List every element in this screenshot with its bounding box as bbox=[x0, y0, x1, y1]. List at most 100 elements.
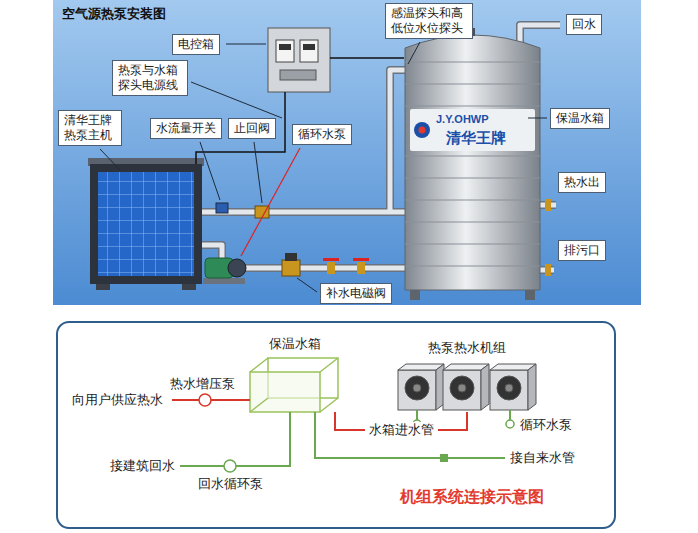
pipe bbox=[520, 25, 560, 44]
tank-leg bbox=[410, 290, 420, 300]
part-label: 接建筑回水 bbox=[110, 458, 175, 474]
part-label: 清华王牌 bbox=[446, 129, 506, 147]
pipe-label: 水箱进水管 bbox=[365, 422, 438, 438]
callout-box: 止回阀 bbox=[228, 118, 276, 139]
pump-base bbox=[203, 278, 245, 284]
storage-tank bbox=[405, 35, 540, 290]
heat-pump-units bbox=[398, 364, 536, 410]
node-text: 排污口 bbox=[564, 243, 600, 258]
unit-body bbox=[443, 370, 481, 410]
logo-emblem bbox=[414, 122, 430, 138]
leader-line bbox=[226, 44, 266, 45]
heat-pump-grille bbox=[98, 172, 194, 276]
part-label: 循环水泵 bbox=[520, 417, 572, 433]
leader-line bbox=[408, 42, 420, 64]
heat-pump-housing bbox=[90, 164, 202, 284]
return-pump bbox=[224, 460, 236, 472]
unit-body bbox=[398, 370, 436, 410]
ball-valve bbox=[357, 262, 365, 274]
part-label: 向用户供应热水 bbox=[72, 392, 163, 408]
ball-valve bbox=[327, 262, 335, 274]
node-text: 补水电磁阀 bbox=[326, 286, 386, 301]
node-text: 回水 bbox=[572, 17, 596, 32]
node-text: 止回阀 bbox=[234, 121, 270, 136]
pipe bbox=[520, 25, 560, 44]
meter-display bbox=[303, 44, 315, 50]
tank-wireframe bbox=[250, 358, 338, 412]
valve-handle bbox=[323, 258, 339, 261]
callout-box: 保温水箱 bbox=[550, 108, 610, 129]
pipe bbox=[202, 208, 405, 216]
unit-side bbox=[481, 364, 489, 410]
unit-foot bbox=[96, 284, 110, 290]
drain-valve bbox=[545, 264, 551, 276]
return-pipe bbox=[180, 412, 290, 466]
node-text: 热泵热水机组 bbox=[392, 340, 542, 356]
leader-line bbox=[200, 142, 220, 200]
node-text: 保温水箱 bbox=[556, 111, 604, 126]
callout-box: 电控箱 bbox=[172, 34, 220, 55]
part-label: J.Y.OHWP bbox=[436, 113, 489, 126]
tap-water-pipe bbox=[315, 412, 505, 458]
leader-line bbox=[528, 118, 547, 119]
terminal-strip bbox=[280, 70, 316, 80]
pipe bbox=[240, 266, 405, 271]
background-panel bbox=[53, 0, 641, 305]
tap-valve bbox=[440, 454, 448, 462]
node-text: 电控箱 bbox=[178, 37, 214, 52]
fan-hub bbox=[505, 384, 513, 392]
unit-body bbox=[490, 370, 528, 410]
leader-line bbox=[191, 82, 282, 118]
node-text: 热泵与水箱探头电源线 bbox=[118, 63, 182, 93]
callout-box: 感温探头和高低位水位探头 bbox=[385, 3, 473, 39]
node-text: 保温水箱 bbox=[240, 336, 350, 352]
fan-hub bbox=[458, 384, 466, 392]
schematic-frame bbox=[57, 322, 615, 528]
unit-foot bbox=[182, 284, 196, 290]
sensor-wire bbox=[330, 57, 404, 59]
pipe bbox=[202, 245, 222, 258]
tank-edges bbox=[250, 358, 338, 412]
unit-side bbox=[528, 364, 536, 410]
callout-box: 清华王牌热泵主机 bbox=[58, 110, 122, 146]
node-text: 清华王牌热泵主机 bbox=[64, 113, 116, 143]
leader-line bbox=[241, 148, 300, 256]
component-group: 热泵热水机组 bbox=[392, 340, 542, 412]
pipe bbox=[202, 210, 405, 215]
tank-front bbox=[250, 372, 320, 412]
grille-grid bbox=[98, 172, 194, 276]
diagram-title: 空气源热泵安装图 bbox=[62, 6, 166, 22]
unit-fan bbox=[497, 376, 521, 400]
fan-hub bbox=[413, 384, 421, 392]
circulation-pump bbox=[506, 420, 514, 428]
pipe bbox=[240, 264, 405, 272]
flow-switch bbox=[216, 203, 228, 213]
meter bbox=[276, 40, 294, 62]
unit-fan bbox=[405, 376, 429, 400]
diagram-caption: 机组系统连接示意图 bbox=[400, 487, 544, 506]
meter bbox=[300, 40, 318, 62]
part-label: 接自来水管 bbox=[510, 450, 575, 466]
leader-line bbox=[254, 142, 262, 203]
booster-pump bbox=[199, 394, 211, 406]
solenoid-valve bbox=[282, 260, 300, 276]
logo-patch bbox=[410, 109, 535, 151]
node-text: 热水出 bbox=[564, 175, 600, 190]
node-text: 循环水泵 bbox=[298, 127, 346, 142]
part-label: 热水增压泵 bbox=[170, 376, 235, 392]
logo-emblem-dot bbox=[419, 127, 426, 134]
outlet-valve bbox=[545, 199, 551, 211]
pipe bbox=[390, 70, 405, 212]
leader-lines bbox=[100, 42, 547, 292]
pipe bbox=[390, 70, 405, 212]
callout-box: 补水电磁阀 bbox=[320, 283, 392, 304]
part-label: 回水循环泵 bbox=[198, 476, 263, 492]
meter-display bbox=[279, 44, 291, 50]
callout-box: 循环水泵 bbox=[292, 124, 352, 145]
component-group: 保温水箱 bbox=[240, 336, 350, 412]
valve-handle bbox=[353, 258, 369, 261]
tank-ring bbox=[405, 62, 540, 266]
callout-box: 热泵与水箱探头电源线 bbox=[112, 60, 188, 96]
pump-head bbox=[228, 259, 246, 277]
